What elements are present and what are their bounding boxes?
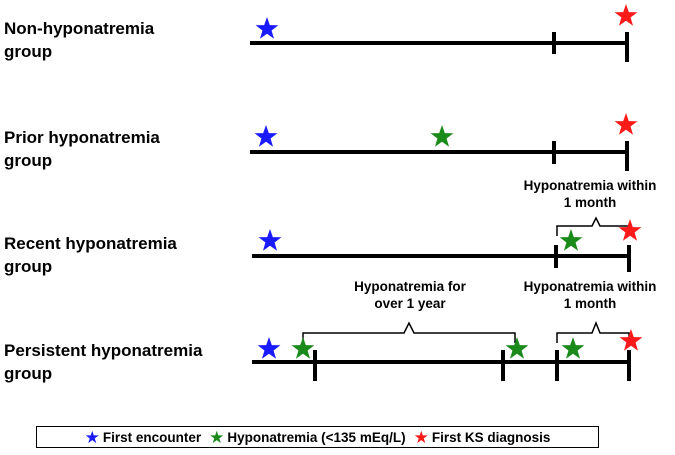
annotation-line2: 1 month	[563, 296, 617, 311]
legend-item-first-ks: ★ First KS diagnosis	[414, 429, 551, 446]
legend: ★ First encounter ★ Hyponatremia (<135 m…	[36, 426, 599, 448]
legend-item-first-encounter: ★ First encounter	[85, 429, 202, 446]
bracket-over-year	[302, 321, 516, 343]
annotation-over-year: Hyponatremia for over 1 year	[330, 278, 490, 312]
annotation-line1: Hyponatremia for	[354, 279, 466, 294]
star-icon-hyponatremia	[559, 229, 583, 251]
star-icon-hyponatremia	[561, 337, 585, 359]
annotation-line1: Hyponatremia within	[523, 279, 657, 294]
legend-label: First encounter	[102, 429, 202, 445]
star-icon-hyponatremia	[505, 337, 529, 359]
star-icon-first-encounter	[255, 17, 279, 39]
group-label-line2: group	[4, 151, 53, 170]
group-label-persistent-hyponatremia: Persistent hyponatremia group	[4, 339, 202, 385]
star-icon-first-encounter	[257, 337, 281, 359]
group-label-line1: Prior hyponatremia	[4, 128, 160, 147]
legend-label: Hyponatremia (<135 mEq/L)	[227, 429, 406, 445]
timeline-persistent-hyponatremia	[252, 320, 643, 381]
group-label-line2: group	[4, 257, 53, 276]
group-label-line1: Recent hyponatremia	[4, 234, 177, 253]
star-icon-first-ks	[614, 4, 638, 26]
bracket-within-month	[556, 320, 630, 343]
group-label-line2: group	[4, 42, 53, 61]
star-icon-first-encounter	[258, 229, 282, 251]
star-icon-first-ks	[618, 219, 642, 241]
timeline-recent-hyponatremia	[252, 216, 642, 272]
group-label-line2: group	[4, 364, 53, 383]
annotation-line2: 1 month	[563, 195, 617, 210]
annotation-within-month-recent: Hyponatremia within 1 month	[508, 177, 672, 211]
annotation-line1: Hyponatremia within	[523, 178, 657, 193]
timeline-diagram	[250, 4, 643, 381]
group-label-recent-hyponatremia: Recent hyponatremia group	[4, 232, 177, 278]
timeline-prior-hyponatremia	[250, 113, 638, 171]
group-label-line1: Persistent hyponatremia	[4, 341, 203, 360]
annotation-within-month-persistent: Hyponatremia within 1 month	[508, 278, 672, 312]
star-icon: ★	[209, 427, 225, 447]
group-label-line1: Non-hyponatremia	[4, 19, 155, 38]
star-icon-first-encounter	[254, 125, 278, 147]
timeline-non-hyponatremia	[250, 4, 638, 62]
annotation-line2: over 1 year	[374, 296, 446, 311]
star-icon: ★	[413, 427, 429, 447]
legend-item-hyponatremia: ★ Hyponatremia (<135 mEq/L)	[209, 429, 405, 446]
star-icon-hyponatremia	[430, 125, 454, 147]
star-icon-first-ks	[614, 113, 638, 135]
legend-label: First KS diagnosis	[431, 429, 551, 445]
star-icon: ★	[84, 427, 100, 447]
star-icon-hyponatremia	[291, 337, 315, 359]
group-label-non-hyponatremia: Non-hyponatremia group	[4, 17, 154, 63]
group-label-prior-hyponatremia: Prior hyponatremia group	[4, 126, 160, 172]
bracket-within-month	[556, 216, 630, 236]
